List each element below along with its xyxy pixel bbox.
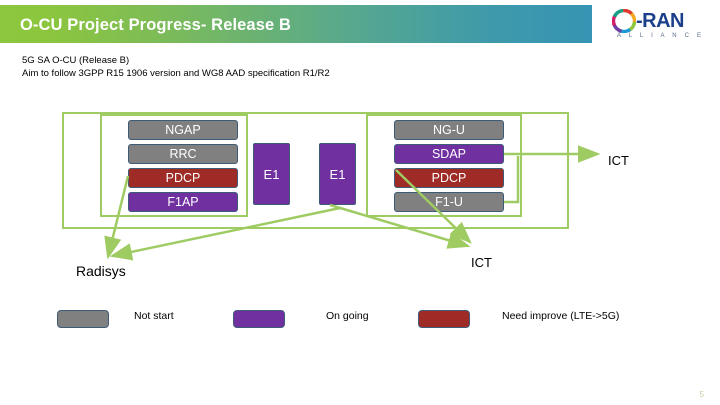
e1-interface-left[interactable]: E1 [253,143,290,205]
connector-f1u-bus [504,156,520,204]
arrow-e1-to-ict [329,203,471,249]
proto-block-pdcp-up[interactable]: PDCP [394,168,504,188]
logo-tagline: A L L I A N C E [617,33,705,39]
proto-block-f1u[interactable]: F1-U [394,192,504,212]
proto-block-ngu[interactable]: NG-U [394,120,504,140]
subtitle-block: 5G SA O-CU (Release B) Aim to follow 3GP… [22,54,542,80]
page-title: O-CU Project Progress- Release B [20,16,291,34]
proto-block-sdap[interactable]: SDAP [394,144,504,164]
cp-inner-frame [100,114,248,217]
proto-block-ngap[interactable]: NGAP [128,120,238,140]
subtitle-line-2: Aim to follow 3GPP R15 1906 version and … [22,68,330,79]
subtitle-line-1: 5G SA O-CU (Release B) [22,55,130,66]
proto-block-f1ap[interactable]: F1AP [128,192,238,212]
page-number: 5 [699,390,704,399]
legend-swatch-need-improve [418,310,470,328]
legend-swatch-on-going [233,310,285,328]
e1-interface-right[interactable]: E1 [319,143,356,205]
oran-circle-logo-icon [612,9,636,33]
title-bar: O-CU Project Progress- Release B [0,5,592,43]
oran-logo: -RAN A L L I A N C E [592,0,720,48]
arrow-pdcp-cp-to-radisys [104,175,130,260]
legend-label-on-going: On going [326,310,369,322]
arrow-e1-to-radisys [109,206,341,261]
legend-swatch-not-start [57,310,109,328]
legend-label-not-start: Not start [134,310,174,322]
annotation-ict-right: ICT [608,153,629,168]
logo-wordmark: -RAN [636,10,685,32]
outer-frame [62,112,569,229]
architecture-diagram: NGAP RRC PDCP F1AP NG-U SDAP PDCP F1-U E… [0,100,720,300]
proto-block-rrc[interactable]: RRC [128,144,238,164]
proto-block-pdcp-cp[interactable]: PDCP [128,168,238,188]
legend: Not start On going Need improve (LTE->5G… [0,306,720,334]
legend-label-need-improve: Need improve (LTE->5G) [502,310,620,322]
annotation-radisys: Radisys [76,263,126,279]
connector-arrows [104,145,601,261]
arrow-pdcp-up-to-ict [395,169,472,244]
annotation-ict-low: ICT [471,255,492,270]
